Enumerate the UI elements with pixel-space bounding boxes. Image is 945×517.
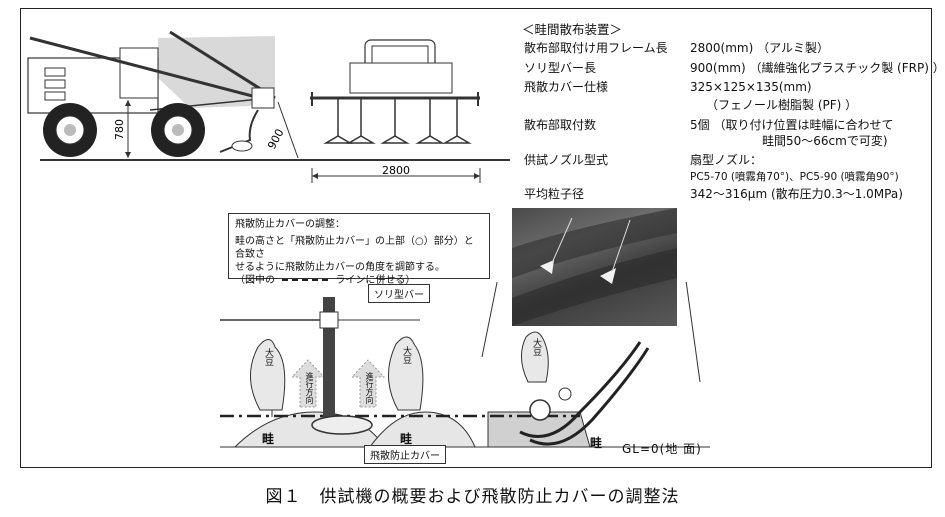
ridge-label-3: 畦 [590, 436, 603, 450]
note-line-1: 畦の高さと「飛散防止カバー」の上部（○）部分）と合致さ [235, 236, 474, 260]
note-line-3-end: ラインに併せる） [335, 275, 416, 286]
spec-value-bar: 900(mm) （繊維強化プラスチック製 (FRP) ） [690, 61, 945, 75]
cover-label: 飛散防止カバー [364, 445, 446, 464]
spec-label-bar: ソリ型バー長 [524, 61, 597, 75]
ground-level-label: GL=0(地 面) [622, 442, 702, 456]
machine-drawing: 780 900 2800 [27, 30, 510, 183]
spec-value-frame: 2800(mm) （アルミ製） [690, 41, 829, 55]
figure-frame [20, 8, 932, 468]
soybean-label-2: 大豆 [401, 346, 411, 364]
dash-line-sample [282, 279, 329, 281]
note-line-2: せるように飛散防止カバーの角度を調節する。 [235, 262, 445, 273]
spec-value-count: 5個 （取り付け位置は畦幅に合わせて [690, 118, 894, 132]
note-title: 飛散防止カバーの調整： [235, 219, 345, 230]
spec-label-frame: 散布部取付け用フレーム長 [524, 41, 668, 55]
spec-value-cover: 325×125×135(mm) [690, 80, 812, 94]
soybean-label-3: 大豆 [531, 338, 541, 356]
spec-value-cover-material: （フェノール樹脂製 (PF) ） [706, 98, 858, 112]
spec-title: ＜畦間散布装置＞ [522, 22, 623, 37]
cross-section-drawing [220, 282, 710, 448]
spec-label-count: 散布部取付数 [524, 118, 597, 132]
note-line-3: （図中の ラインに併せる） [235, 274, 483, 287]
spec-value-nozzle-types: PC5-70 (噴霧角70°)、PC5-90 (噴霧角90°) [690, 171, 899, 183]
spec-value-particle: 342～316μm (散布圧力0.3～1.0MPa) [690, 187, 903, 201]
sori-bar-label: ソリ型バー [368, 284, 430, 303]
field-photo [512, 208, 677, 326]
soybean-label-1: 大豆 [263, 348, 273, 366]
ridge-label-2: 畦 [400, 432, 413, 446]
spec-label-particle: 平均粒子径 [524, 187, 585, 201]
spec-label-nozzle: 供試ノズル型式 [524, 153, 609, 167]
field-photo-drawing [512, 208, 677, 326]
direction-label-1: 進行方向 [305, 372, 314, 404]
ridge-label-1: 畦 [262, 432, 275, 446]
spec-value-nozzle: 扇型ノズル： [690, 153, 763, 167]
bar-dim-label: 900 [265, 127, 286, 152]
adjustment-note: 飛散防止カバーの調整： 畦の高さと「飛散防止カバー」の上部（○）部分）と合致さ … [228, 213, 490, 286]
note-line-3-start: （図中の [235, 275, 275, 286]
height-dim-label: 780 [113, 119, 126, 140]
width-dim-label: 2800 [382, 164, 410, 177]
spec-label-cover: 飛散カバー仕様 [524, 80, 609, 94]
figure-caption: 図１ 供試機の概要および飛散防止カバーの調整法 [265, 487, 680, 507]
spec-value-count-range: 畦間50～66cmで可変) [762, 134, 888, 148]
direction-label-2: 進行方向 [365, 372, 374, 404]
